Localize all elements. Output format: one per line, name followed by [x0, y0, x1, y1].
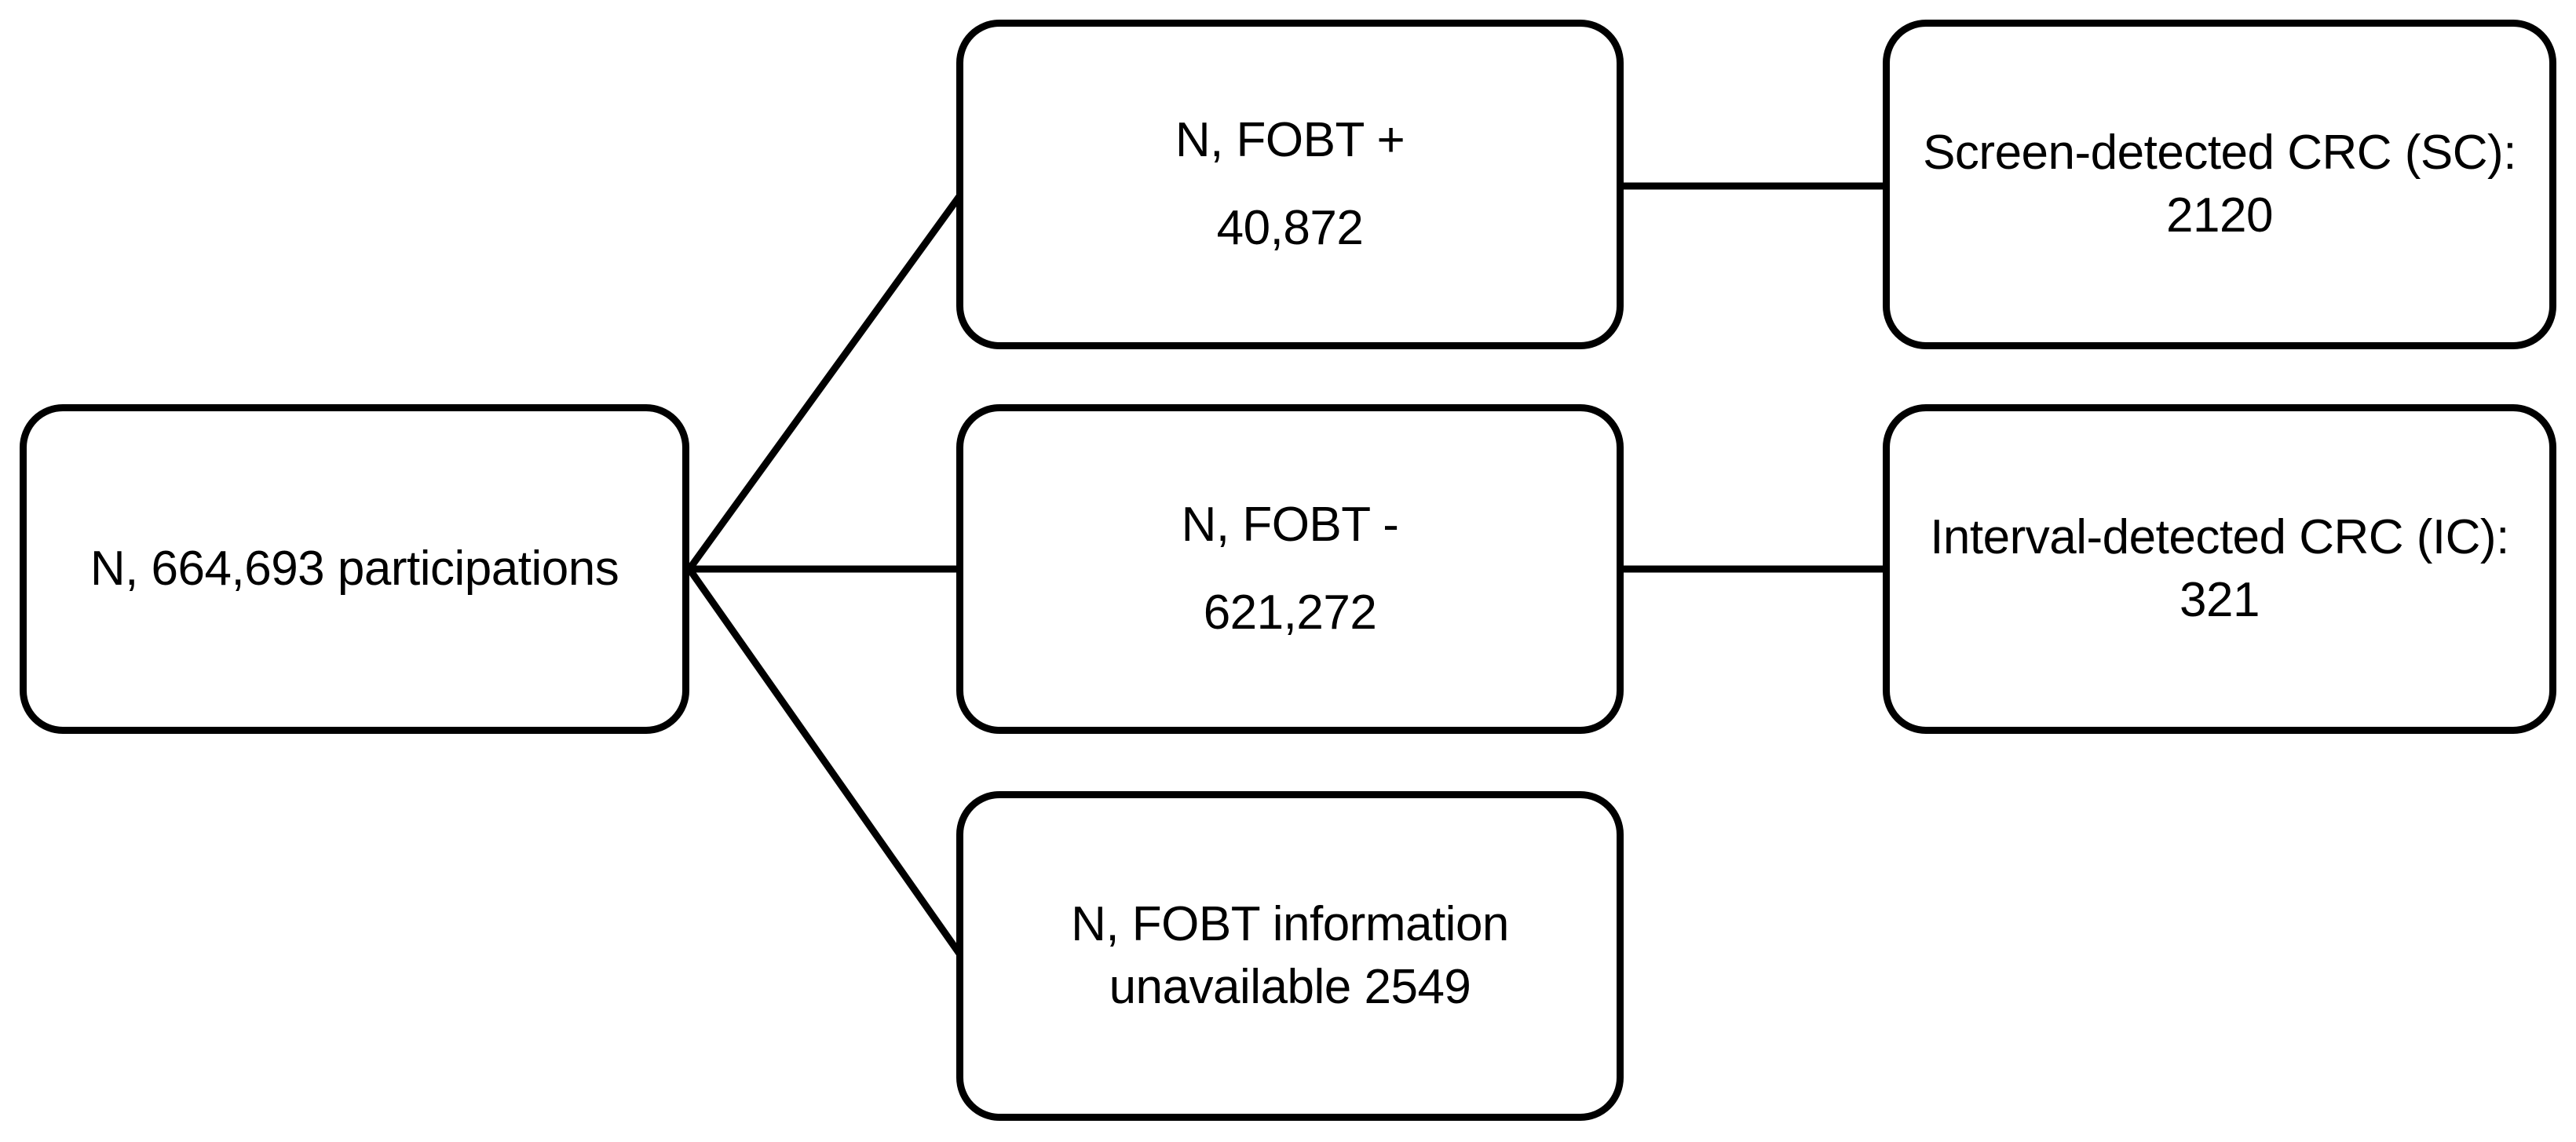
- node-participations: N, 664,693 participations: [20, 404, 689, 734]
- node-screen-detected-crc-count: 2120: [2166, 188, 2273, 243]
- node-screen-detected-crc: Screen-detected CRC (SC): 2120: [1883, 20, 2556, 349]
- node-fobt-positive-label: N, FOBT +: [1175, 113, 1405, 167]
- node-fobt-unavailable-text-line1: N, FOBT information: [1071, 897, 1509, 951]
- node-fobt-negative-count: 621,272: [1203, 586, 1377, 640]
- node-fobt-positive-count: 40,872: [1216, 201, 1364, 255]
- node-fobt-unavailable-text-line2: unavailable 2549: [1109, 960, 1471, 1014]
- node-fobt-positive: N, FOBT + 40,872: [956, 20, 1624, 349]
- node-fobt-negative-label: N, FOBT -: [1181, 498, 1399, 552]
- node-interval-detected-crc-count: 321: [2180, 573, 2260, 627]
- node-interval-detected-crc: Interval-detected CRC (IC): 321: [1883, 404, 2556, 734]
- node-fobt-unavailable: N, FOBT information unavailable 2549: [956, 791, 1624, 1121]
- node-interval-detected-crc-label: Interval-detected CRC (IC):: [1930, 510, 2509, 564]
- connector-participations-to-fobt-unavailable: [686, 567, 963, 956]
- node-fobt-negative: N, FOBT - 621,272: [956, 404, 1624, 734]
- connector-participations-to-fobt-positive: [686, 194, 963, 571]
- node-participations-text: N, 664,693 participations: [90, 542, 619, 596]
- node-screen-detected-crc-label: Screen-detected CRC (SC):: [1923, 126, 2516, 180]
